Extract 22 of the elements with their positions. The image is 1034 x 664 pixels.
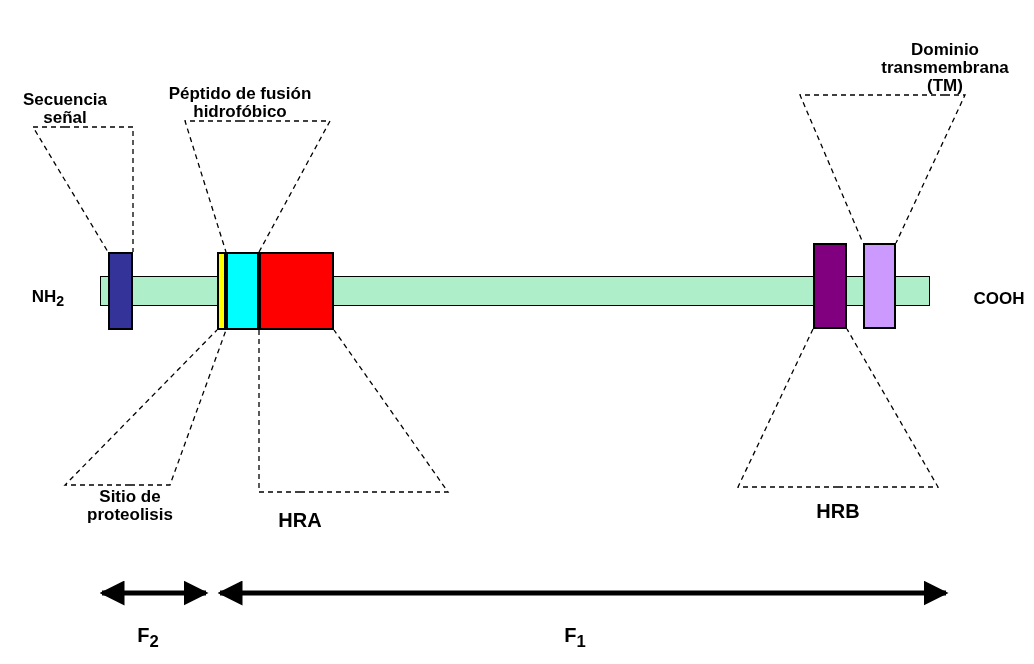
domain-block [108,252,133,330]
domain-block [813,243,847,329]
leader-line [63,329,227,486]
callout-label: Sitio de proteolisis [70,485,190,524]
callout-label: HRB [805,487,871,523]
terminus-label: COOH [972,289,1026,309]
dimension-label: F$_{1}$ [563,625,587,652]
terminus-label: NH$_{2}$ [30,287,66,312]
callout-label: HRA [270,492,330,532]
leader-line [31,126,134,253]
domain-block [217,252,226,330]
leader-line [184,120,332,253]
domain-block [226,252,259,330]
domain-block [259,252,334,330]
domain-block [863,243,896,329]
leader-line [736,328,940,488]
leader-line [258,329,450,493]
leader-line [799,94,967,244]
callout-label: Secuencia señal [10,91,120,127]
callout-label: Dominio transmembrana (TM) [870,41,1020,95]
callout-label: Péptido de fusión hidrofóbico [150,85,330,121]
dimension-label: F$_{2}$ [136,625,160,652]
